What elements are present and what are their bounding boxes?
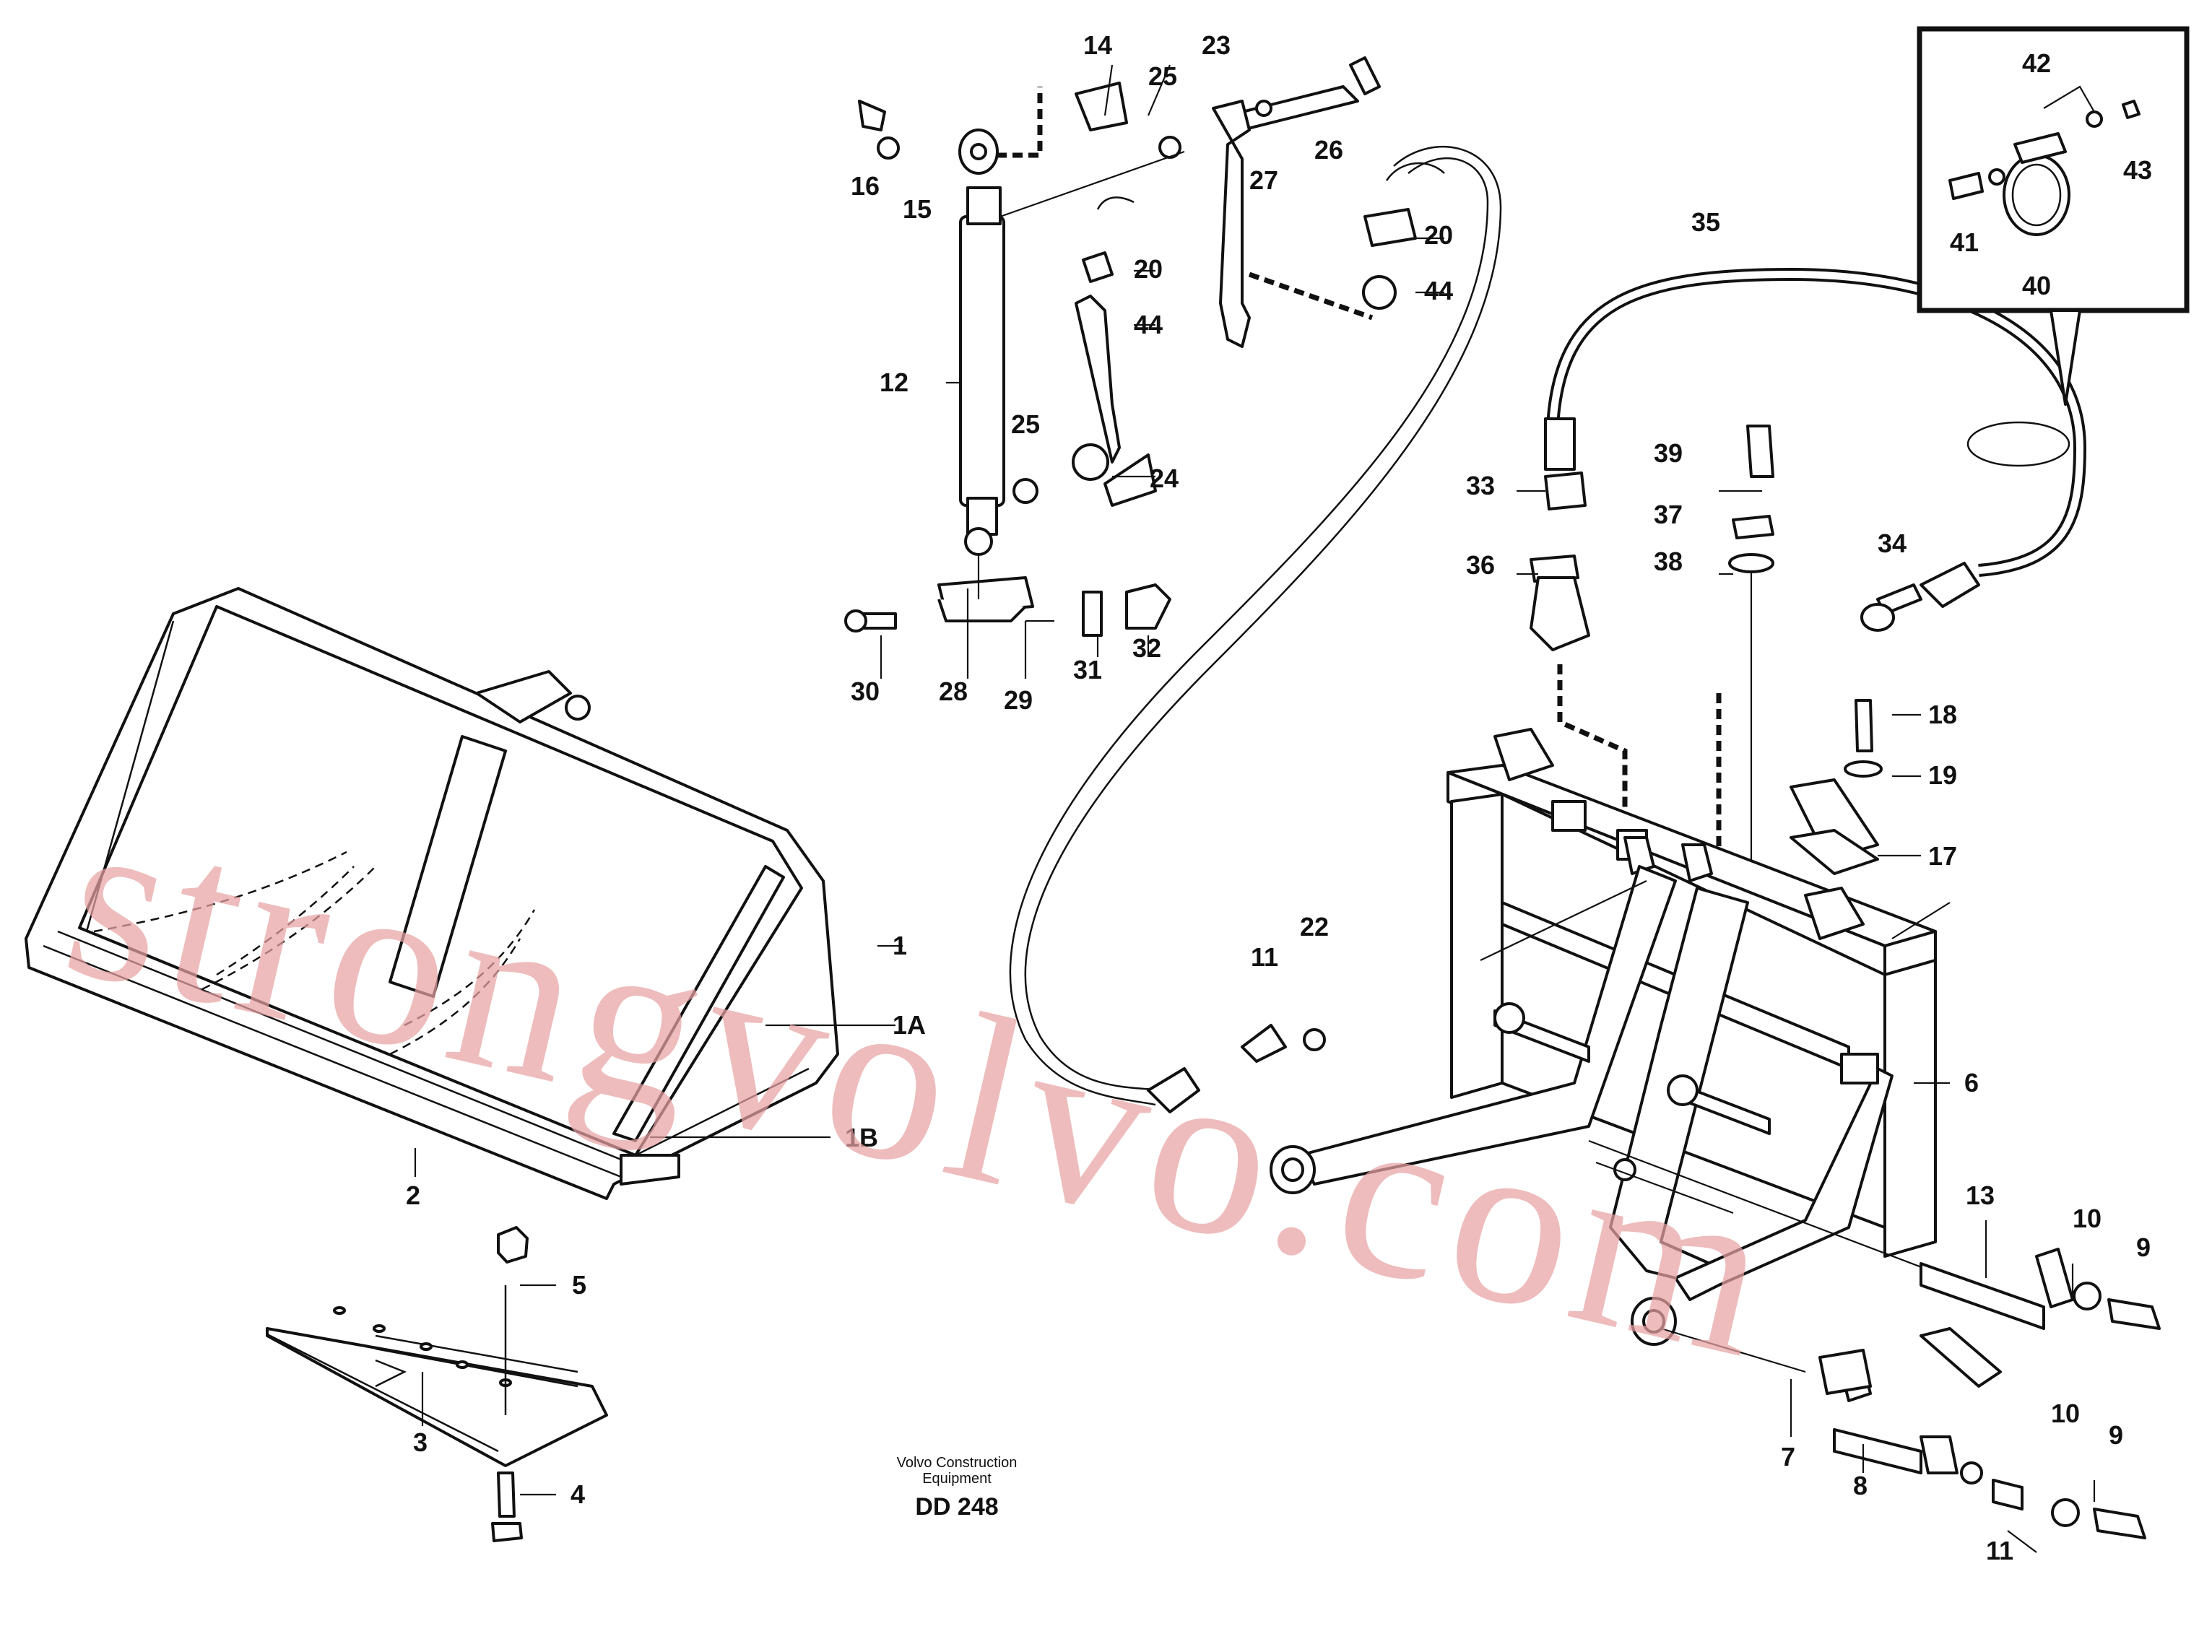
callout-24: 24 — [1150, 464, 1179, 493]
callout-4: 4 — [571, 1479, 585, 1509]
callout-9-lower: 9 — [2109, 1420, 2123, 1450]
callout-31: 31 — [1073, 655, 1102, 684]
arched-hose — [1544, 267, 2087, 615]
callout-25-lower: 25 — [1011, 409, 1040, 439]
callout-41: 41 — [1950, 227, 1979, 257]
callout-39: 39 — [1654, 438, 1683, 468]
callout-37: 37 — [1654, 500, 1683, 529]
attachment-frame — [1270, 728, 1951, 1373]
callout-23: 23 — [1202, 30, 1231, 60]
callout-36: 36 — [1466, 550, 1495, 580]
leader-lines — [414, 64, 2096, 1553]
callout-9-upper: 9 — [2136, 1233, 2151, 1262]
callout-43: 43 — [2123, 155, 2152, 185]
callout-11-upper: 11 — [1251, 942, 1278, 972]
callout-44-left: 44 — [1134, 310, 1163, 339]
callout-7: 7 — [1781, 1442, 1795, 1471]
caption-line-2: Equipment — [922, 1471, 992, 1487]
callout-3: 3 — [413, 1427, 428, 1457]
cutting-edge — [266, 1226, 608, 1542]
drawing-code: DD 248 — [915, 1493, 998, 1521]
callout-34: 34 — [1878, 529, 1907, 558]
callout-14: 14 — [1083, 30, 1112, 60]
callout-25-upper: 25 — [1148, 61, 1177, 91]
callout-35: 35 — [1691, 207, 1720, 237]
callout-13: 13 — [1966, 1181, 1995, 1210]
callout-20-left: 20 — [1134, 254, 1163, 284]
callout-18: 18 — [1928, 700, 1957, 729]
caption-line-1: Volvo Construction — [897, 1455, 1018, 1471]
drawing-caption: Volvo Construction Equipment DD 248 — [897, 1455, 1018, 1521]
long-hose — [1009, 145, 1502, 1113]
callout-22: 22 — [1300, 912, 1329, 942]
callout-10-lower: 10 — [2051, 1399, 2080, 1428]
callout-16: 16 — [851, 171, 880, 201]
callout-30: 30 — [851, 677, 880, 706]
bucket — [25, 587, 839, 1200]
callout-12: 12 — [880, 368, 908, 397]
callout-8: 8 — [1853, 1471, 1868, 1500]
callout-1: 1 — [893, 931, 907, 960]
hydraulic-cylinder — [844, 56, 1445, 637]
callout-17: 17 — [1928, 841, 1957, 871]
callout-38: 38 — [1654, 547, 1683, 576]
callout-19: 19 — [1928, 760, 1957, 790]
callout-29: 29 — [1004, 685, 1033, 715]
callout-10-upper: 10 — [2073, 1204, 2102, 1233]
callout-28: 28 — [939, 677, 968, 706]
callout-44-right: 44 — [1424, 276, 1453, 305]
callout-32: 32 — [1132, 633, 1161, 663]
callout-27: 27 — [1249, 165, 1278, 195]
callout-11-lower: 11 — [1986, 1536, 2013, 1565]
callout-1A: 1A — [893, 1010, 926, 1040]
inset-detail — [1917, 26, 2190, 406]
fittings-center — [1530, 425, 1895, 903]
callout-6: 6 — [1964, 1068, 1979, 1097]
callout-labels: 1 1A 1B 2 3 4 5 6 7 8 9 9 10 10 11 11 12… — [406, 30, 2152, 1565]
callout-1B: 1B — [845, 1123, 878, 1152]
callout-20-right: 20 — [1424, 220, 1453, 250]
callout-33: 33 — [1466, 471, 1495, 500]
callout-40: 40 — [2022, 271, 2051, 300]
callout-2: 2 — [406, 1181, 420, 1210]
callout-15: 15 — [903, 194, 932, 224]
mounting-hardware — [1818, 699, 2161, 1539]
callout-42: 42 — [2022, 48, 2051, 78]
callout-5: 5 — [572, 1270, 586, 1300]
callout-26: 26 — [1314, 135, 1343, 165]
